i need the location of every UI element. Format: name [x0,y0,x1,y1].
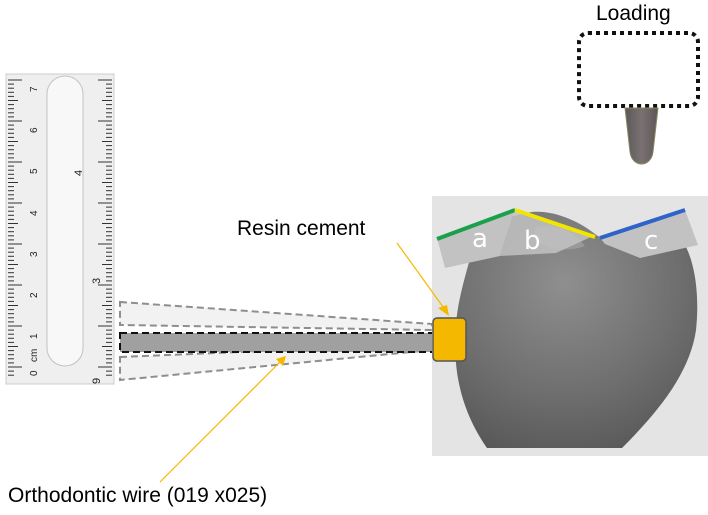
ruler-slot [46,75,84,367]
ruler-number: 0 [29,370,40,376]
ruler-number: 4 [29,210,40,216]
load-surface-a [437,210,515,268]
resin-cement-label: Resin cement [237,217,366,240]
ruler-number: 3 [29,251,40,257]
orthodontic-wire [119,300,435,382]
segment-a-line [436,208,516,241]
segment-c-label: c [644,226,659,256]
resin-cement-block [432,317,467,362]
orthodontic-wire-label: Orthodontic wire (019 x025) [8,484,268,507]
ruler-number: 6 [29,127,40,133]
ruler-number: 2 [29,292,40,298]
loading-box [577,31,700,108]
ruler-number: 1 [29,333,40,339]
ruler-unit: cm [29,349,40,362]
segment-c-line [599,208,686,240]
segment-b-line [514,208,596,239]
wire-bar [119,332,435,353]
loading-apparatus [577,31,700,165]
segment-b-label: b [524,226,541,256]
load-surface-b [500,210,593,256]
ruler: 7 6 5 4 3 2 1 0 cm 4 3 9 [5,73,115,385]
ruler-numbers-right: 4 3 9 [73,170,103,384]
ruler-numbers-left: 7 6 5 4 3 2 1 0 cm [29,86,40,376]
load-surface-c [600,210,698,258]
resin-arrow [396,242,449,316]
wire-deflection-up [119,300,433,332]
segment-a-label: a [472,224,488,254]
ruler-number: 9 [91,378,103,384]
ruler-number: 7 [29,86,40,92]
ruler-number: 5 [29,168,40,174]
ruler-number: 3 [91,278,103,284]
loading-tip [624,107,659,165]
ruler-number: 4 [73,170,85,176]
tooth-crown [455,211,698,448]
ruler-ticks [8,79,112,376]
wire-arrow [159,356,286,483]
loading-label: Loading [596,2,671,25]
tooth-specimen [432,196,708,456]
